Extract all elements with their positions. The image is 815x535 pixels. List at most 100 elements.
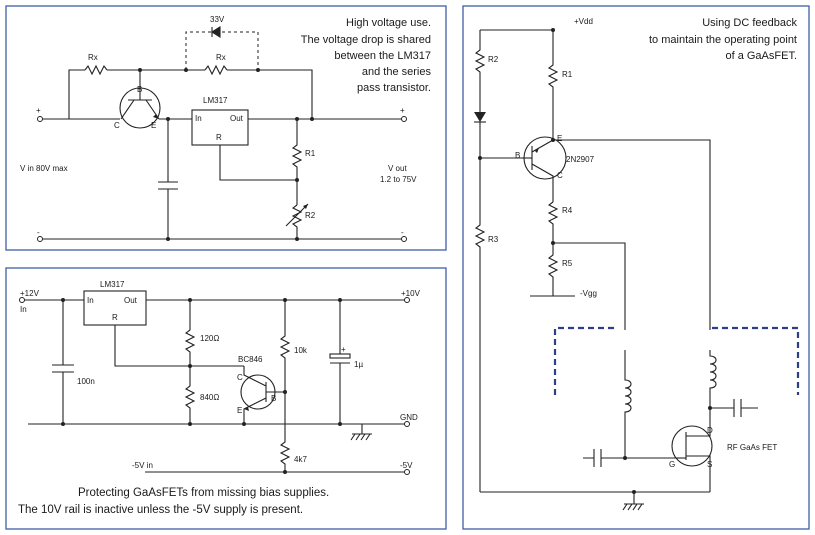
gate-label: G [669, 460, 675, 469]
pin-in-label: In [195, 114, 202, 123]
fet-label: RF GaAs FET [727, 443, 777, 452]
rf-gaasfet [671, 425, 713, 467]
caption-line: Using DC feedback [702, 17, 797, 29]
r2-variable-resistor [291, 204, 303, 239]
r5-resistor [547, 243, 559, 296]
rx-resistor-right [204, 64, 228, 76]
adj-wire [114, 325, 190, 367]
ground-symbol [350, 424, 372, 441]
output-plus-label: + [400, 106, 405, 115]
vin-label: V in 80V max [20, 164, 68, 173]
in12-terminal [19, 297, 25, 303]
panel-high-voltage: High voltage use. The voltage drop is sh… [5, 5, 447, 251]
r3-resistor [474, 122, 486, 492]
r2-label: R2 [488, 55, 499, 64]
vout-label: V out [388, 164, 407, 173]
r3-label: R3 [488, 235, 499, 244]
r2-adjust-arrow [285, 203, 309, 227]
source-lead [686, 455, 711, 492]
regulator-label: LM317 [100, 280, 125, 289]
in12-label: +12V [20, 289, 40, 298]
junction [310, 117, 314, 121]
collector-lead [243, 366, 267, 387]
capacitor [158, 181, 178, 190]
vgg-label: -Vgg [580, 289, 597, 298]
panel-gaasfet-protection: +12V In 100n LM317 In Out R +10V 120Ω 84… [5, 267, 447, 530]
source-label: S [707, 460, 712, 469]
input-minus-label: - [37, 228, 40, 237]
input-plus-terminal [37, 116, 43, 122]
drain-lead [686, 425, 711, 437]
neg5-in-label: -5V in [132, 461, 153, 470]
panel-gaasfet-protection-border [5, 267, 447, 530]
input-plus-label: + [36, 106, 41, 115]
collector-lead [120, 99, 135, 120]
drain-label: D [707, 426, 713, 435]
gnd-label: GND [400, 413, 418, 422]
base-label: B [137, 85, 142, 94]
caption-line: Protecting GaAsFETs from missing bias su… [78, 487, 329, 499]
gate-inductor [624, 350, 632, 458]
collector-label: C [557, 171, 563, 180]
emitter-arrow [153, 114, 159, 119]
wire [68, 69, 85, 119]
output-plus-terminal [401, 116, 407, 122]
transistor-label: 2N2907 [566, 155, 595, 164]
r2-arrowhead [303, 204, 308, 209]
caption-line: pass transistor. [357, 82, 431, 94]
r4k7-label: 4k7 [294, 455, 307, 464]
pin-out-label: Out [124, 296, 138, 305]
caption-line: of a GaAsFET. [725, 50, 797, 62]
panel-high-voltage-border [5, 5, 447, 251]
input-minus-terminal [37, 236, 43, 242]
output-minus-terminal [401, 236, 407, 242]
base-label: B [515, 151, 520, 160]
emitter-label: E [151, 121, 156, 130]
resistor-4k7 [279, 392, 291, 472]
zener-diode-33v [210, 26, 221, 38]
resistor-840ohm [184, 366, 196, 424]
out10-label: +10V [401, 289, 421, 298]
r2-resistor [474, 30, 486, 112]
gnd-terminal [404, 421, 410, 427]
r10k-label: 10k [294, 346, 308, 355]
rf-shield-left [553, 326, 615, 395]
adj-wire [219, 145, 297, 181]
caption-line: to maintain the operating point [649, 34, 797, 46]
panel-dc-feedback: Using DC feedback to maintain the operat… [462, 5, 810, 530]
rx-right-label: Rx [216, 53, 226, 62]
output-capacitor [710, 399, 758, 417]
r4-resistor [547, 201, 559, 243]
ground-symbol [622, 492, 644, 511]
emitter-label: E [557, 134, 562, 143]
drain-inductor [709, 350, 717, 425]
resistor-10k [279, 300, 291, 392]
r1-label: R1 [305, 149, 316, 158]
in12-in-label: In [20, 305, 27, 314]
pin-out-label: Out [230, 114, 244, 123]
junction [295, 237, 299, 241]
capacitor-plus-label: + [341, 345, 346, 354]
vdd-label: +Vdd [574, 17, 593, 26]
junction [166, 237, 170, 241]
capacitor-100n [52, 300, 74, 424]
caption-line: The 10V rail is inactive unless the -5V … [18, 504, 303, 516]
vout-range-label: 1.2 to 75V [380, 175, 417, 184]
rx-resistor-left [84, 64, 108, 76]
neg5-terminal [404, 469, 410, 475]
wire [107, 69, 141, 86]
c1u-label: 1µ [354, 360, 363, 369]
out10-terminal [404, 297, 410, 303]
caption-line: and the series [362, 66, 432, 78]
wire [227, 69, 313, 119]
rx-left-label: Rx [88, 53, 98, 62]
zener-dashed-link [222, 31, 259, 70]
pin-in-label: In [87, 296, 94, 305]
emitter-arrow [244, 407, 249, 411]
regulator-label: LM317 [203, 96, 228, 105]
input-capacitor [583, 449, 676, 467]
caption-line: between the LM317 [334, 50, 431, 62]
collector-label: C [237, 373, 243, 382]
emitter-lead [243, 397, 267, 424]
